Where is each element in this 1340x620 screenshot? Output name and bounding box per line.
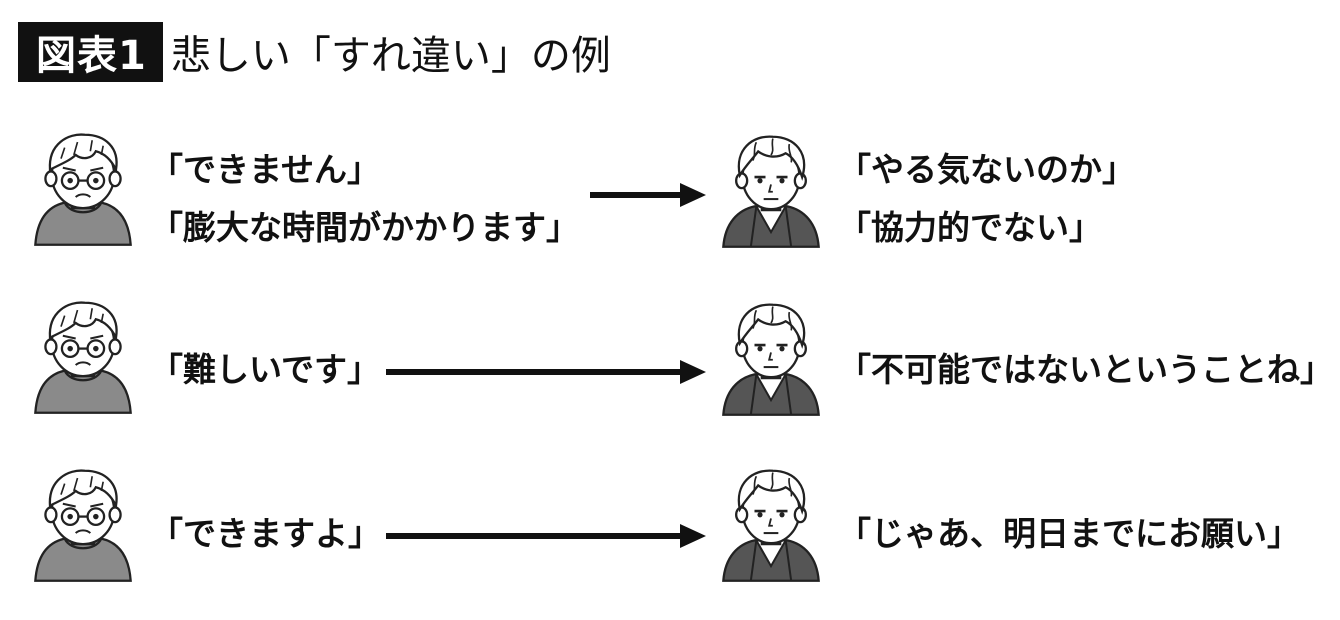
boss-speech-3: 「じゃあ、明日までにお願い」	[838, 514, 1300, 553]
figure-title: 図表1 悲しい「すれ違い」の例	[18, 22, 611, 82]
subordinate-speech-1b: 「膨大な時間がかかります」	[150, 208, 579, 247]
subordinate-speech-3: 「できますよ」	[150, 514, 381, 553]
subordinate-character-2	[28, 290, 138, 420]
subordinate-character-1	[28, 122, 138, 252]
arrow-right-2	[386, 360, 706, 384]
boss-character-1	[716, 124, 826, 254]
figure-badge: 図表1	[18, 22, 163, 82]
subordinate-speech-1a: 「できません」	[150, 150, 381, 189]
figure-title-text: 悲しい「すれ違い」の例	[170, 33, 611, 79]
subordinate-character-3	[28, 458, 138, 588]
boss-speech-1b: 「協力的でない」	[838, 208, 1102, 247]
boss-character-2	[716, 292, 826, 422]
boss-speech-1a: 「やる気ないのか」	[838, 150, 1135, 189]
subordinate-speech-2: 「難しいです」	[150, 350, 381, 389]
boss-character-3	[716, 458, 826, 588]
arrow-right-3	[386, 524, 706, 548]
boss-speech-2: 「不可能ではないということね」	[838, 350, 1333, 389]
arrow-right-1	[590, 183, 706, 207]
